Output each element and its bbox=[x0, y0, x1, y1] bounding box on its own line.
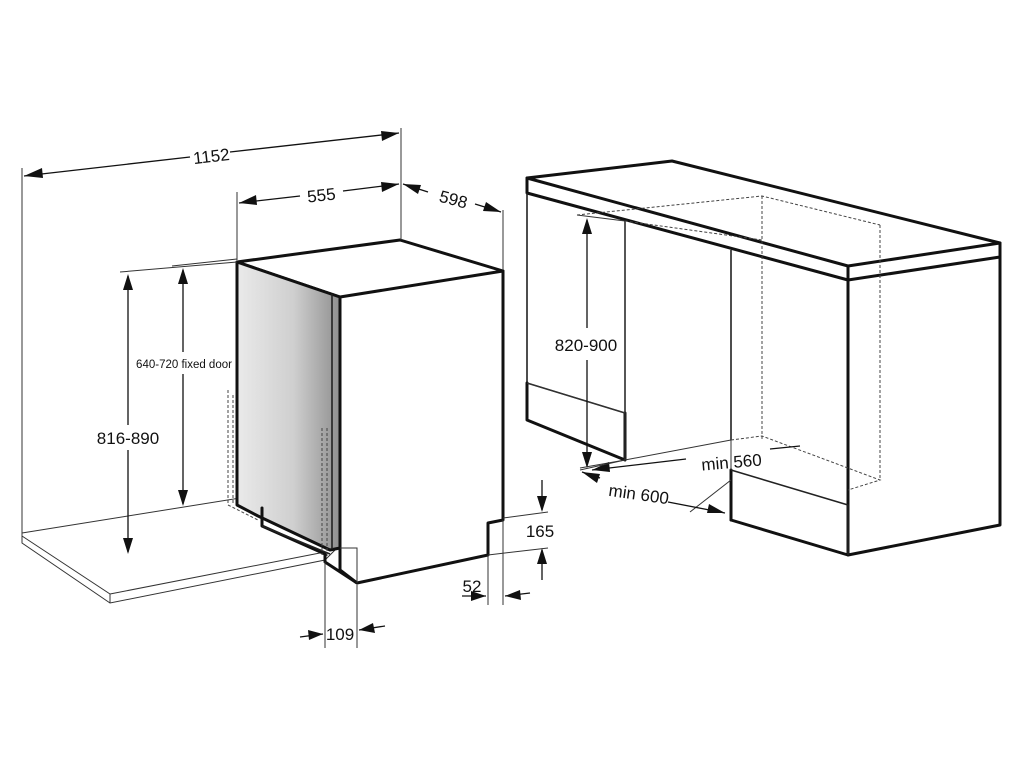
dim-plinth-height: 165 bbox=[487, 480, 554, 580]
dishwasher-drawing: 1152 555 598 640-720 fixed do bbox=[21, 128, 554, 648]
dim-door-clearance: 109 bbox=[299, 562, 386, 648]
left-cabinet bbox=[525, 193, 627, 462]
dishwasher-plinth bbox=[260, 506, 359, 585]
label-640-720-fixed-door: 640-720 fixed door bbox=[136, 359, 232, 371]
dim-appliance-height: 816-890 bbox=[97, 261, 238, 554]
label-52: 52 bbox=[463, 577, 482, 596]
dim-fixed-door-height: 640-720 fixed door bbox=[136, 258, 238, 506]
dishwasher-side-face bbox=[338, 269, 505, 585]
label-555: 555 bbox=[306, 184, 336, 206]
label-min-560: min 560 bbox=[701, 450, 763, 474]
dishwasher-door-panel bbox=[235, 260, 342, 552]
dim-niche-height: 820-900 bbox=[555, 214, 626, 469]
label-min-600: min 600 bbox=[607, 481, 670, 508]
label-109: 109 bbox=[326, 625, 354, 644]
dim-depth: 555 bbox=[236, 182, 400, 260]
dim-width: 598 bbox=[402, 183, 504, 270]
label-816-890: 816-890 bbox=[97, 429, 159, 448]
label-598: 598 bbox=[437, 187, 469, 213]
niche-drawing: 820-900 min 560 min 600 bbox=[525, 159, 1002, 557]
dim-total-width: 1152 bbox=[21, 128, 402, 533]
countertop bbox=[525, 159, 1002, 282]
label-165: 165 bbox=[526, 522, 554, 541]
right-cabinet bbox=[624, 250, 1002, 557]
dim-plinth-recess: 52 bbox=[462, 520, 531, 605]
label-1152: 1152 bbox=[192, 145, 230, 168]
niche-hidden-lines bbox=[576, 195, 882, 491]
door-hidden-lines bbox=[227, 390, 328, 557]
label-820-900: 820-900 bbox=[555, 336, 617, 355]
